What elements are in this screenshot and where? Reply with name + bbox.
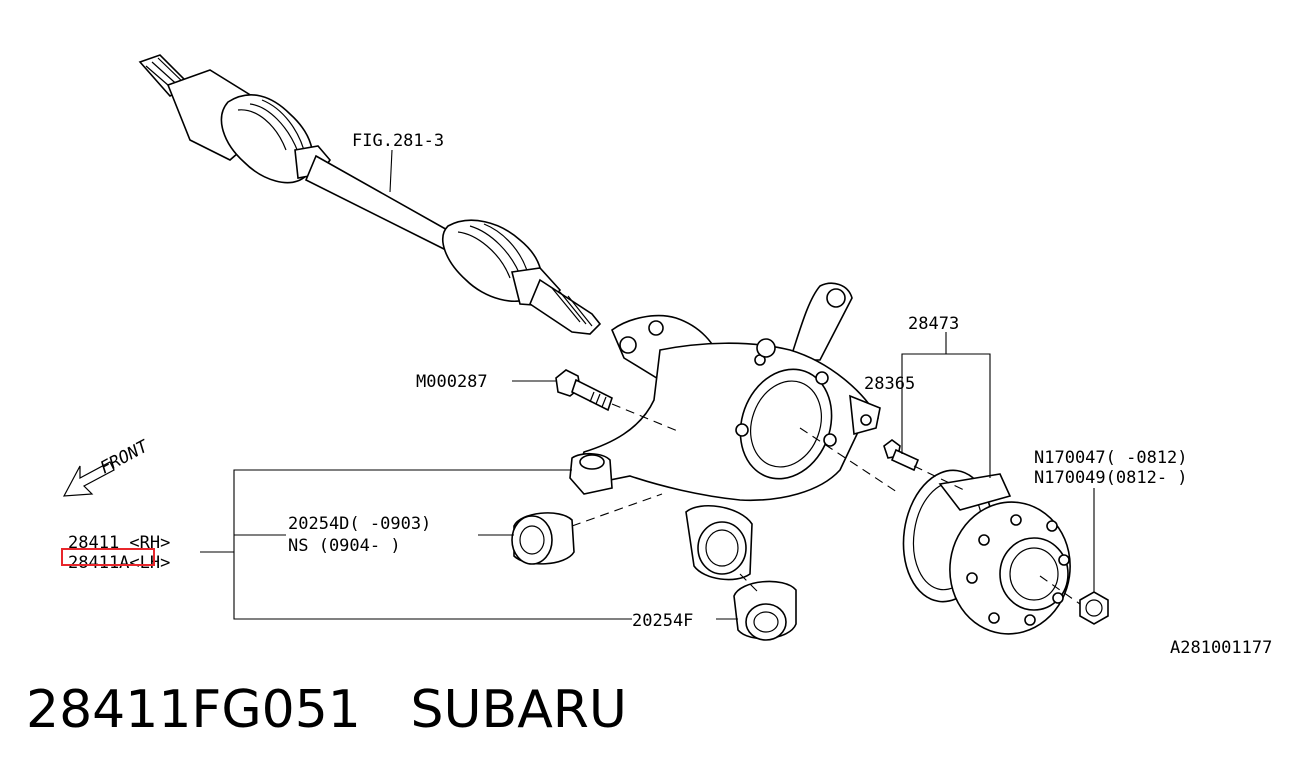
bolt-m000287 xyxy=(555,369,613,412)
ns-label[interactable]: NS (0904- ) xyxy=(288,536,401,556)
nut-part-label-late[interactable]: N170049(0812- ) xyxy=(1034,468,1188,488)
footer-part-number: 28411FG051 xyxy=(26,680,361,740)
bushing-d-part-label[interactable]: 20254D( -0903) xyxy=(288,514,431,534)
hub-assembly-28473 xyxy=(902,469,1071,635)
front-label: FRONT xyxy=(97,436,153,479)
hub-bolt-28365 xyxy=(883,439,920,472)
footer-title: 28411FG051 SUBARU xyxy=(26,684,627,736)
drive-shaft xyxy=(138,54,602,335)
knuckle-bracket-leader xyxy=(233,469,632,620)
front-arrow-icon xyxy=(62,461,115,497)
fig-ref-label[interactable]: FIG.281-3 xyxy=(352,131,444,151)
drawing-id: A281001177 xyxy=(1170,638,1272,658)
rear-knuckle xyxy=(569,282,881,581)
hub-nut xyxy=(1079,591,1109,625)
bushing-20254d xyxy=(511,512,575,565)
bushing-20254f xyxy=(733,580,797,641)
fig-ref-leader xyxy=(389,149,393,193)
hub-bolt-part-label[interactable]: 28365 xyxy=(864,374,915,394)
highlight-box xyxy=(61,548,155,566)
footer-brand: SUBARU xyxy=(410,680,627,740)
hub-part-label[interactable]: 28473 xyxy=(908,314,959,334)
nut-part-label-early[interactable]: N170047( -0812) xyxy=(1034,448,1188,468)
bushing-f-part-label[interactable]: 20254F xyxy=(632,611,693,631)
knuckle-lh-label[interactable]: 28411A<LH> xyxy=(68,553,170,573)
bolt-part-label[interactable]: M000287 xyxy=(416,372,488,392)
